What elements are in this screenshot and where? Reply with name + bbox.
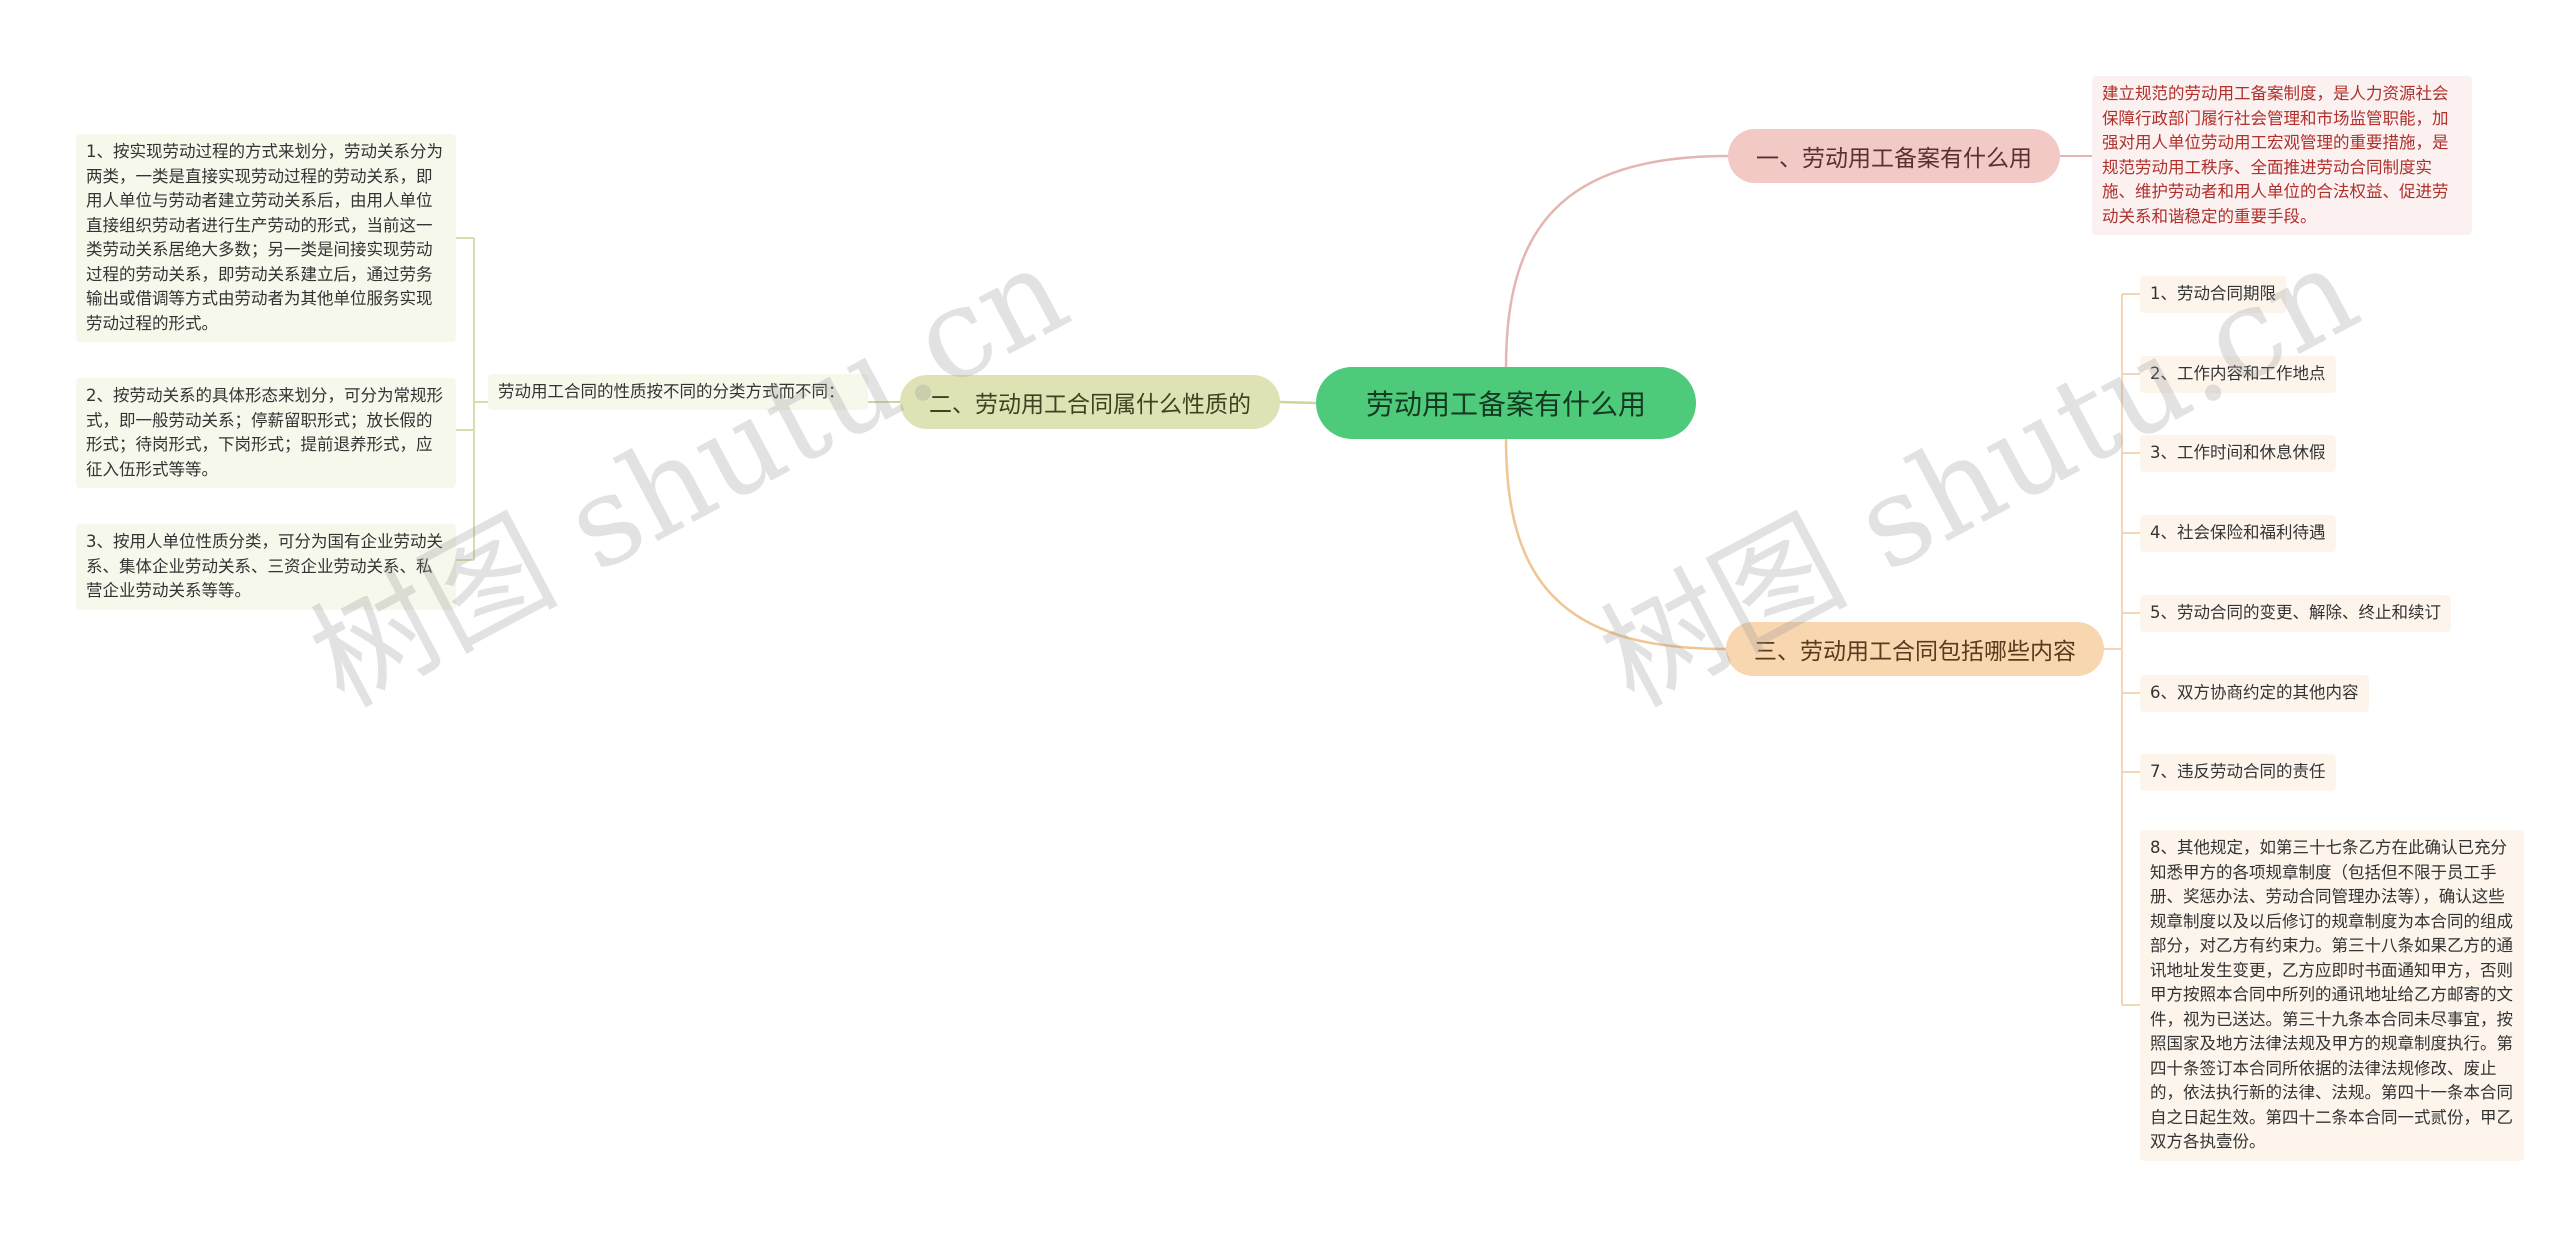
- link-root-branch3: [1504, 438, 1727, 651]
- branch-3-item-7[interactable]: 7、违反劳动合同的责任: [2140, 754, 2336, 791]
- branch-3-item-6[interactable]: 6、双方协商约定的其他内容: [2140, 675, 2369, 712]
- branch-3-item-1[interactable]: 1、劳动合同期限: [2140, 276, 2286, 313]
- branch-3-item-8[interactable]: 8、其他规定，如第三十七条乙方在此确认已充分知悉甲方的各项规章制度（包括但不限于…: [2140, 830, 2524, 1161]
- link-mid-items: [456, 237, 488, 561]
- branch-3-item-3[interactable]: 3、工作时间和休息休假: [2140, 435, 2336, 472]
- branch-3-item-5[interactable]: 5、劳动合同的变更、解除、终止和续订: [2140, 595, 2451, 632]
- branch-1-topic[interactable]: 一、劳动用工备案有什么用: [1728, 129, 2060, 183]
- branch-1-description[interactable]: 建立规范的劳动用工备案制度，是人力资源社会保障行政部门履行社会管理和市场监管职能…: [2092, 76, 2472, 235]
- link-branch3-items: [2104, 293, 2140, 1006]
- branch-2-subtopic[interactable]: 劳动用工合同的性质按不同的分类方式而不同：: [488, 374, 868, 410]
- branch-3-item-4[interactable]: 4、社会保险和福利待遇: [2140, 515, 2336, 552]
- link-root-branch1: [1504, 154, 1729, 368]
- branch-2-item-3[interactable]: 3、按用人单位性质分类，可分为国有企业劳动关系、集体企业劳动关系、三资企业劳动关…: [76, 524, 456, 610]
- branch-2-item-1[interactable]: 1、按实现劳动过程的方式来划分，劳动关系分为两类，一类是直接实现劳动过程的劳动关…: [76, 134, 456, 342]
- branch-2-item-2[interactable]: 2、按劳动关系的具体形态来划分，可分为常规形式，即一般劳动关系；停薪留职形式；放…: [76, 378, 456, 488]
- link-root-branch2: [1279, 400, 1317, 405]
- branch-3-topic[interactable]: 三、劳动用工合同包括哪些内容: [1726, 622, 2104, 676]
- branch-3-item-2[interactable]: 2、工作内容和工作地点: [2140, 356, 2336, 393]
- branch-2-topic[interactable]: 二、劳动用工合同属什么性质的: [900, 375, 1280, 429]
- root-topic[interactable]: 劳动用工备案有什么用: [1316, 367, 1696, 439]
